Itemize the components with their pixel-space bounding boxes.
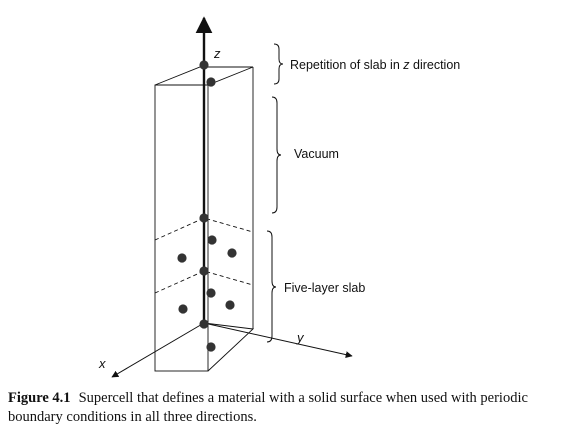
atom [178,304,188,314]
repetition-label-suffix: direction [410,58,461,72]
figure-number: Figure 4.1 [8,390,71,406]
atom [177,253,187,263]
atom [199,266,209,276]
atom [199,60,209,70]
brace-vacuum [271,96,282,214]
atom [227,248,237,258]
brace-slab [266,230,277,343]
atom [199,319,209,329]
vacuum-label: Vacuum [294,147,339,161]
box-bottom-edges [203,322,255,372]
atom [206,77,216,87]
repetition-label: Repetition of slab in z direction [290,58,460,72]
atom [199,213,209,223]
atom [207,235,217,245]
slab-label: Five-layer slab [284,281,365,295]
slab-middle-boundary [154,270,254,294]
y-axis-label: y [296,330,305,345]
repetition-label-prefix: Repetition of slab in [290,58,403,72]
caption-text: Supercell that defines a material with a… [8,390,528,425]
slab-top-boundary [154,217,254,241]
atom [225,300,235,310]
y-axis [203,322,353,359]
box-front-face [154,84,209,372]
brace-repetition [273,43,284,85]
x-axis [111,322,205,378]
z-axis-label: z [213,46,221,61]
x-axis-label: x [98,356,106,371]
atoms [177,60,237,352]
atom [206,288,216,298]
atom [206,342,216,352]
repetition-label-axis: z [402,58,410,72]
